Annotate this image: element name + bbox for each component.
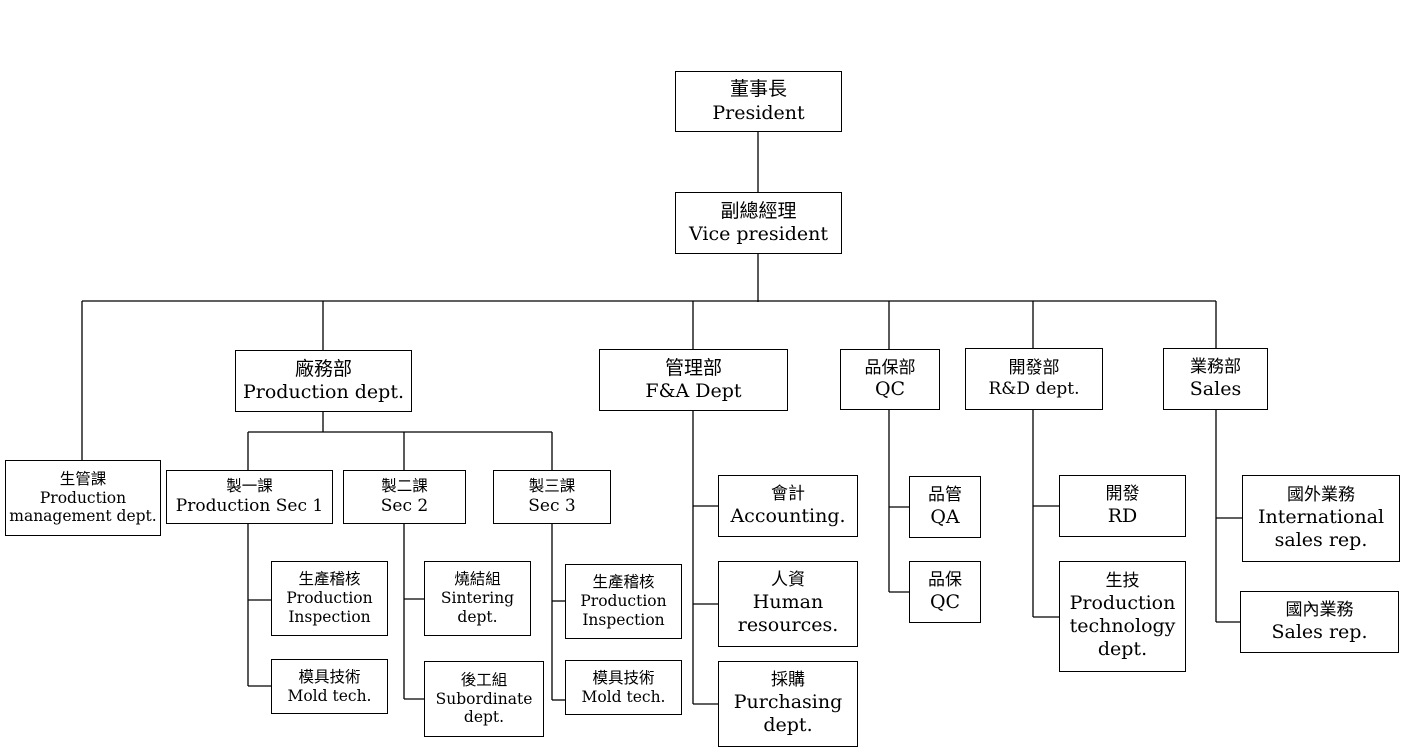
node-sec-2-zh: 製二課 [381, 477, 428, 496]
node-international-sales-en: International sales rep. [1257, 505, 1385, 551]
node-subordinate-en: Subordinate dept. [435, 689, 533, 727]
node-purchasing-zh: 採購 [771, 670, 805, 691]
node-domestic-sales: 國內業務 Sales rep. [1240, 591, 1399, 653]
node-international-sales: 國外業務 International sales rep. [1242, 475, 1400, 562]
node-sec3-mold-zh: 模具技術 [592, 668, 655, 687]
node-accounting-zh: 會計 [771, 484, 805, 505]
node-human-resources: 人資 Human resources. [718, 561, 858, 647]
node-vice-president-zh: 副總經理 [720, 199, 797, 222]
node-sec3-mold: 模具技術 Mold tech. [565, 660, 682, 715]
node-qa-en: QA [930, 505, 960, 528]
node-president-zh: 董事長 [729, 78, 787, 101]
node-production-sec-1-en: Production Sec 1 [175, 496, 324, 517]
node-sintering-en: Sintering dept. [440, 589, 515, 626]
node-sintering: 燒結組 Sintering dept. [424, 561, 531, 636]
node-rd: 開發 RD [1059, 475, 1186, 537]
node-sec-2: 製二課 Sec 2 [343, 470, 466, 524]
node-qa-zh: 品管 [928, 485, 962, 506]
node-president: 董事長 President [675, 71, 842, 132]
node-qc-sub-zh: 品保 [928, 570, 962, 591]
node-production-technology-en: Production technology dept. [1069, 592, 1176, 661]
node-international-sales-zh: 國外業務 [1287, 484, 1355, 505]
node-sec3-inspection-zh: 生產稽核 [592, 573, 655, 592]
node-production-technology-zh: 生技 [1105, 571, 1140, 592]
node-sec1-inspection: 生產稽核 Production Inspection [271, 561, 388, 636]
node-domestic-sales-zh: 國內業務 [1285, 600, 1354, 621]
node-sec-3-en: Sec 3 [528, 496, 576, 517]
node-production-management-en: Production management dept. [9, 488, 157, 526]
node-production-sec-1: 製一課 Production Sec 1 [166, 470, 333, 524]
node-purchasing: 採購 Purchasing dept. [718, 661, 858, 747]
node-production-sec-1-zh: 製一課 [226, 477, 273, 496]
node-qc: 品保部 QC [840, 349, 940, 410]
node-sec1-inspection-en: Production Inspection [286, 589, 373, 626]
connector-lines [81, 132, 1242, 705]
node-production-management-zh: 生管課 [59, 469, 107, 488]
node-vice-president-en: Vice president [689, 223, 828, 245]
node-production-dept-en: Production dept. [242, 381, 405, 403]
node-qc-sub-en: QC [929, 590, 961, 613]
node-sales-zh: 業務部 [1190, 357, 1241, 378]
node-sec3-inspection: 生產稽核 Production Inspection [565, 564, 682, 639]
node-human-resources-zh: 人資 [771, 570, 805, 591]
node-president-en: President [712, 101, 805, 124]
node-subordinate-zh: 後工組 [460, 670, 508, 689]
node-sales-en: Sales [1189, 377, 1242, 400]
node-accounting-en: Accounting. [730, 504, 846, 527]
node-production-management: 生管課 Production management dept. [5, 460, 161, 536]
node-qc-zh: 品保部 [864, 357, 916, 378]
node-qc-en: QC [874, 378, 906, 401]
node-production-dept-zh: 廠務部 [294, 357, 352, 380]
node-qa: 品管 QA [909, 476, 981, 538]
node-human-resources-en: Human resources. [737, 591, 839, 637]
node-fa-dept-en: F&A Dept [645, 380, 742, 402]
node-production-technology: 生技 Production technology dept. [1059, 561, 1186, 672]
node-sec-3-zh: 製三課 [528, 477, 576, 496]
node-sec1-mold: 模具技術 Mold tech. [271, 659, 388, 714]
node-rd-dept-en: R&D dept. [988, 379, 1080, 399]
node-rd-zh: 開發 [1105, 484, 1140, 505]
node-accounting: 會計 Accounting. [718, 475, 858, 537]
node-sec-2-en: Sec 2 [380, 496, 429, 517]
node-sec1-mold-en: Mold tech. [287, 686, 372, 705]
node-vice-president: 副總經理 Vice president [675, 192, 842, 254]
node-sec3-inspection-en: Production Inspection [580, 592, 667, 629]
node-purchasing-en: Purchasing dept. [733, 691, 843, 737]
node-production-dept: 廠務部 Production dept. [235, 350, 412, 412]
node-sales: 業務部 Sales [1163, 348, 1268, 410]
node-rd-en: RD [1107, 504, 1138, 527]
node-sintering-zh: 燒結組 [454, 570, 501, 589]
node-fa-dept: 管理部 F&A Dept [599, 349, 788, 411]
node-sec1-mold-zh: 模具技術 [298, 667, 361, 686]
node-sec1-inspection-zh: 生產稽核 [298, 570, 361, 589]
node-qc-sub: 品保 QC [909, 561, 981, 623]
node-subordinate: 後工組 Subordinate dept. [424, 661, 544, 737]
node-rd-dept-zh: 開發部 [1008, 358, 1060, 379]
node-rd-dept: 開發部 R&D dept. [965, 348, 1103, 410]
node-domestic-sales-en: Sales rep. [1271, 620, 1368, 643]
node-sec-3: 製三課 Sec 3 [493, 470, 611, 524]
node-sec3-mold-en: Mold tech. [581, 687, 666, 706]
node-fa-dept-zh: 管理部 [664, 356, 722, 379]
